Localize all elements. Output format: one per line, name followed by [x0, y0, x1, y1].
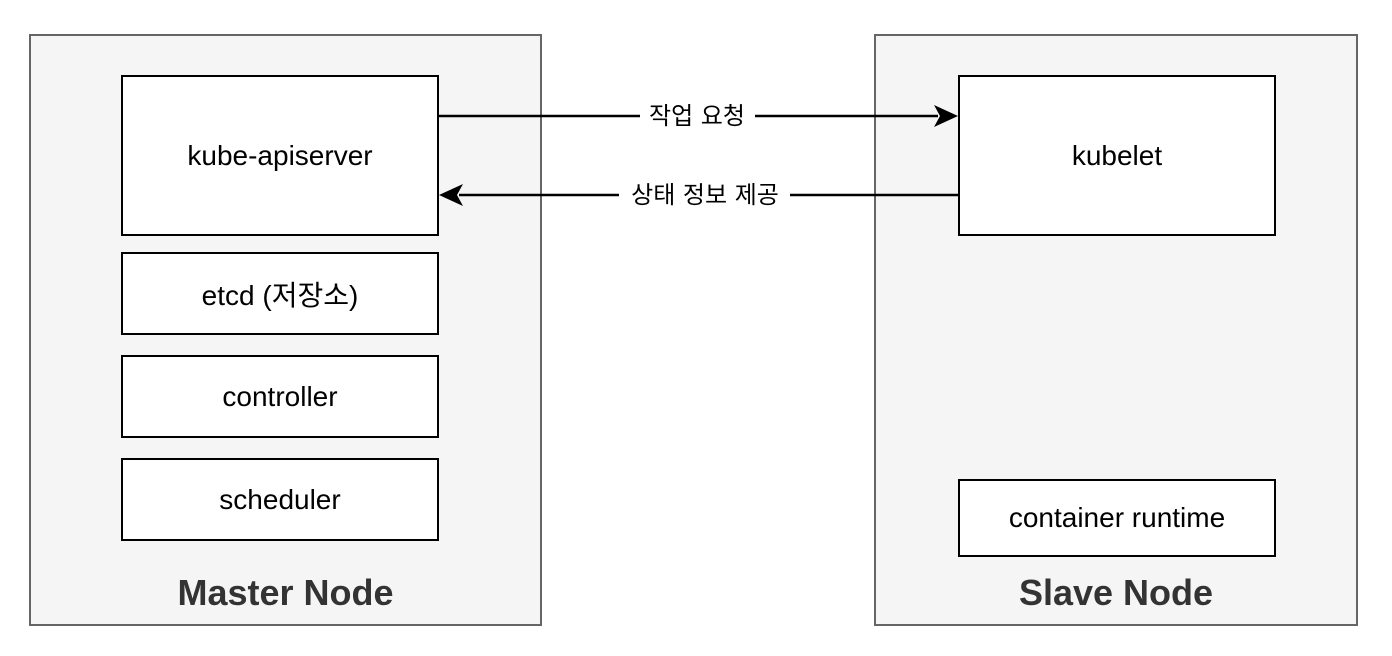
master-node-title: Master Node: [177, 572, 394, 613]
request-edge-label: 작업 요청: [649, 102, 745, 130]
slave-node-title: Slave Node: [1018, 572, 1214, 613]
controller-box[interactable]: controller: [121, 355, 439, 438]
container-runtime-label: container runtime: [1008, 502, 1226, 533]
container-runtime-box[interactable]: container runtime: [958, 479, 1276, 557]
status-edge-label: 상태 정보 제공: [631, 181, 779, 209]
kubelet-box[interactable]: kubelet: [958, 75, 1276, 236]
kube-apiserver-box[interactable]: kube-apiserver: [121, 75, 439, 236]
etcd-label: etcd (저장소): [201, 279, 359, 311]
scheduler-label: scheduler: [219, 483, 341, 515]
kubelet-label: kubelet: [1071, 139, 1163, 171]
controller-label: controller: [222, 380, 338, 412]
kube-apiserver-label: kube-apiserver: [187, 139, 373, 171]
etcd-box[interactable]: etcd (저장소): [121, 252, 439, 335]
scheduler-box[interactable]: scheduler: [121, 458, 439, 541]
